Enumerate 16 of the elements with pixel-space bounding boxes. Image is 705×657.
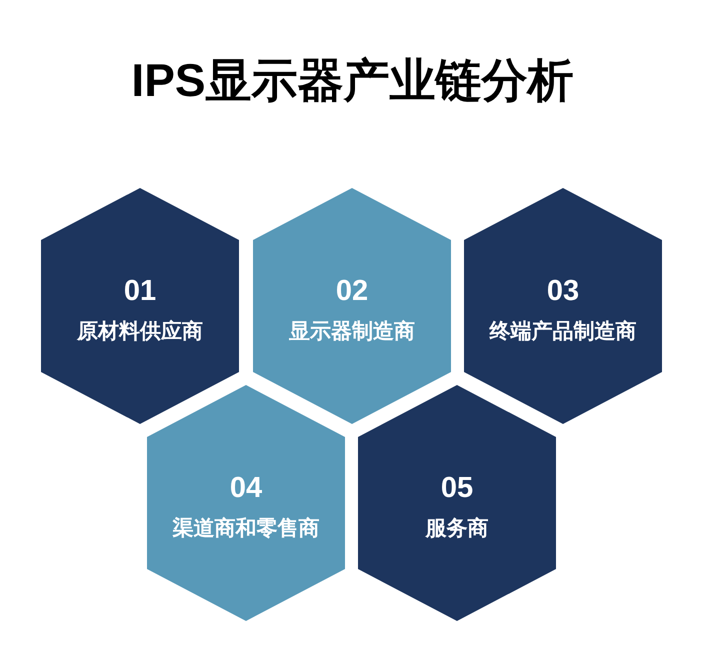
hexagon (358, 385, 556, 621)
step-label: 服务商 (424, 516, 490, 542)
step-label: 原材料供应商 (76, 318, 204, 345)
step-label: 终端产品制造商 (488, 318, 638, 345)
step-label: 渠道商和零售商 (172, 516, 320, 542)
step-number: 03 (546, 274, 580, 308)
hexagon (147, 385, 345, 621)
step-number: 01 (122, 274, 158, 308)
step-number: 05 (440, 471, 474, 505)
step-label: 显示器制造商 (288, 318, 416, 345)
hexagon (41, 188, 239, 424)
step-number: 02 (334, 274, 370, 308)
step-number: 04 (228, 471, 264, 505)
hexagon (253, 188, 451, 424)
title: IPS显示器产业链分析 (130, 53, 575, 108)
hexagon (464, 188, 662, 424)
